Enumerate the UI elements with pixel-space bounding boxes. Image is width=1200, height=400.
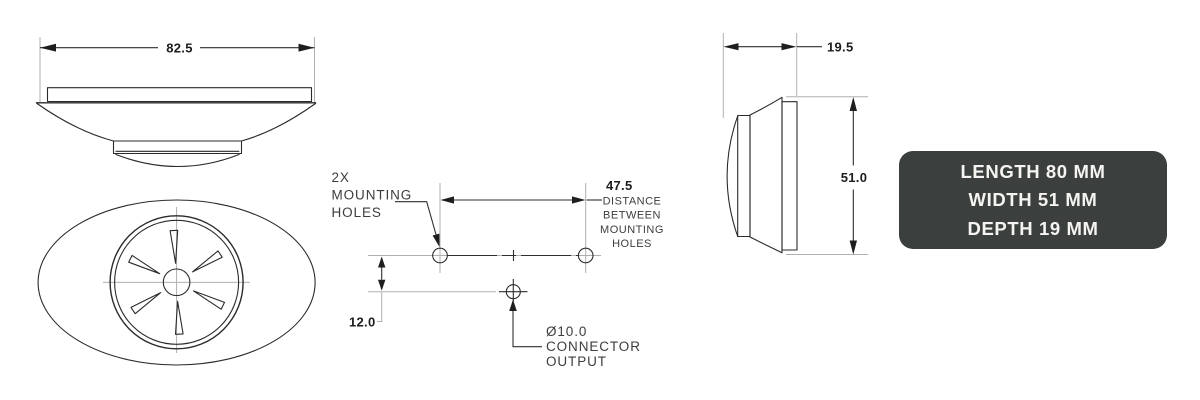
distance-label: HOLES xyxy=(612,238,652,250)
arrow-right-icon xyxy=(298,43,315,52)
distance-label: MOUNTING xyxy=(600,224,664,236)
connector-label: OUTPUT xyxy=(546,354,607,369)
spec-depth: DEPTH 19 MM xyxy=(967,217,1099,239)
dim-width-top: 82.5 xyxy=(166,40,193,55)
arrow-up-icon xyxy=(378,256,386,268)
oval-bezel xyxy=(37,199,316,366)
connector-label: CONNECTOR xyxy=(546,339,641,354)
distance-label: DISTANCE xyxy=(603,196,662,208)
profile-view: 19.5 51.0 xyxy=(722,33,868,255)
blade xyxy=(192,290,226,310)
lens-ring-outer xyxy=(109,215,244,350)
blade xyxy=(191,250,223,273)
center-hub xyxy=(162,268,191,297)
profile-backplate xyxy=(781,101,798,251)
arrow-left-icon xyxy=(440,196,454,204)
mounting-holes-label: HOLES xyxy=(332,205,382,220)
top-plate xyxy=(46,87,313,103)
fan-blades xyxy=(128,229,226,335)
mounting-hole-left xyxy=(432,247,448,264)
arrow-down-icon xyxy=(849,240,857,255)
dim-hole-distance: 47.5 xyxy=(606,178,633,193)
distance-label: BETWEEN xyxy=(603,210,661,222)
lens-ring-inner xyxy=(114,219,240,345)
blade xyxy=(169,229,179,264)
mounting-hole-diagram: 2X MOUNTING HOLES 47.5 DISTANCE BETWEEN … xyxy=(332,170,664,369)
mounting-holes-label: MOUNTING xyxy=(332,188,413,203)
blade xyxy=(128,254,161,275)
arrow-right-icon xyxy=(781,43,797,51)
leader-arrow-icon xyxy=(432,233,440,247)
profile-lens-arc xyxy=(726,115,739,238)
spec-badge: LENGTH 80 MM WIDTH 51 MM DEPTH 19 MM xyxy=(899,151,1167,249)
profile-rim xyxy=(737,114,751,238)
spec-length: LENGTH 80 MM xyxy=(960,161,1106,183)
arrow-right-icon xyxy=(572,196,586,204)
dim-depth: 19.5 xyxy=(827,40,854,55)
leader-arrow-icon xyxy=(509,299,517,311)
connector-label: Ø10.0 xyxy=(546,324,587,339)
profile-cone xyxy=(749,96,783,254)
leader-line xyxy=(395,201,437,235)
offset-leader xyxy=(377,292,383,322)
side-view: 82.5 xyxy=(35,37,317,168)
dim-offset: 12.0 xyxy=(349,315,376,330)
connector-hole xyxy=(505,284,521,300)
arrow-left-icon xyxy=(40,43,56,52)
spec-width: WIDTH 51 MM xyxy=(968,189,1098,211)
dim-height: 51.0 xyxy=(841,170,868,185)
front-view xyxy=(37,199,316,366)
mounting-holes-label: 2X xyxy=(332,170,350,185)
bottom-lens-arc xyxy=(115,153,240,168)
arrow-left-icon xyxy=(723,43,739,51)
blade xyxy=(130,292,162,315)
dome-curve-right xyxy=(240,102,317,142)
arrow-down-icon xyxy=(378,279,386,291)
bottom-cylinder xyxy=(112,140,243,155)
connector-leader xyxy=(512,311,542,348)
arrow-up-icon xyxy=(849,97,857,111)
blade xyxy=(174,300,184,335)
dome-curve-left xyxy=(36,102,115,142)
mounting-hole-right xyxy=(577,247,594,264)
